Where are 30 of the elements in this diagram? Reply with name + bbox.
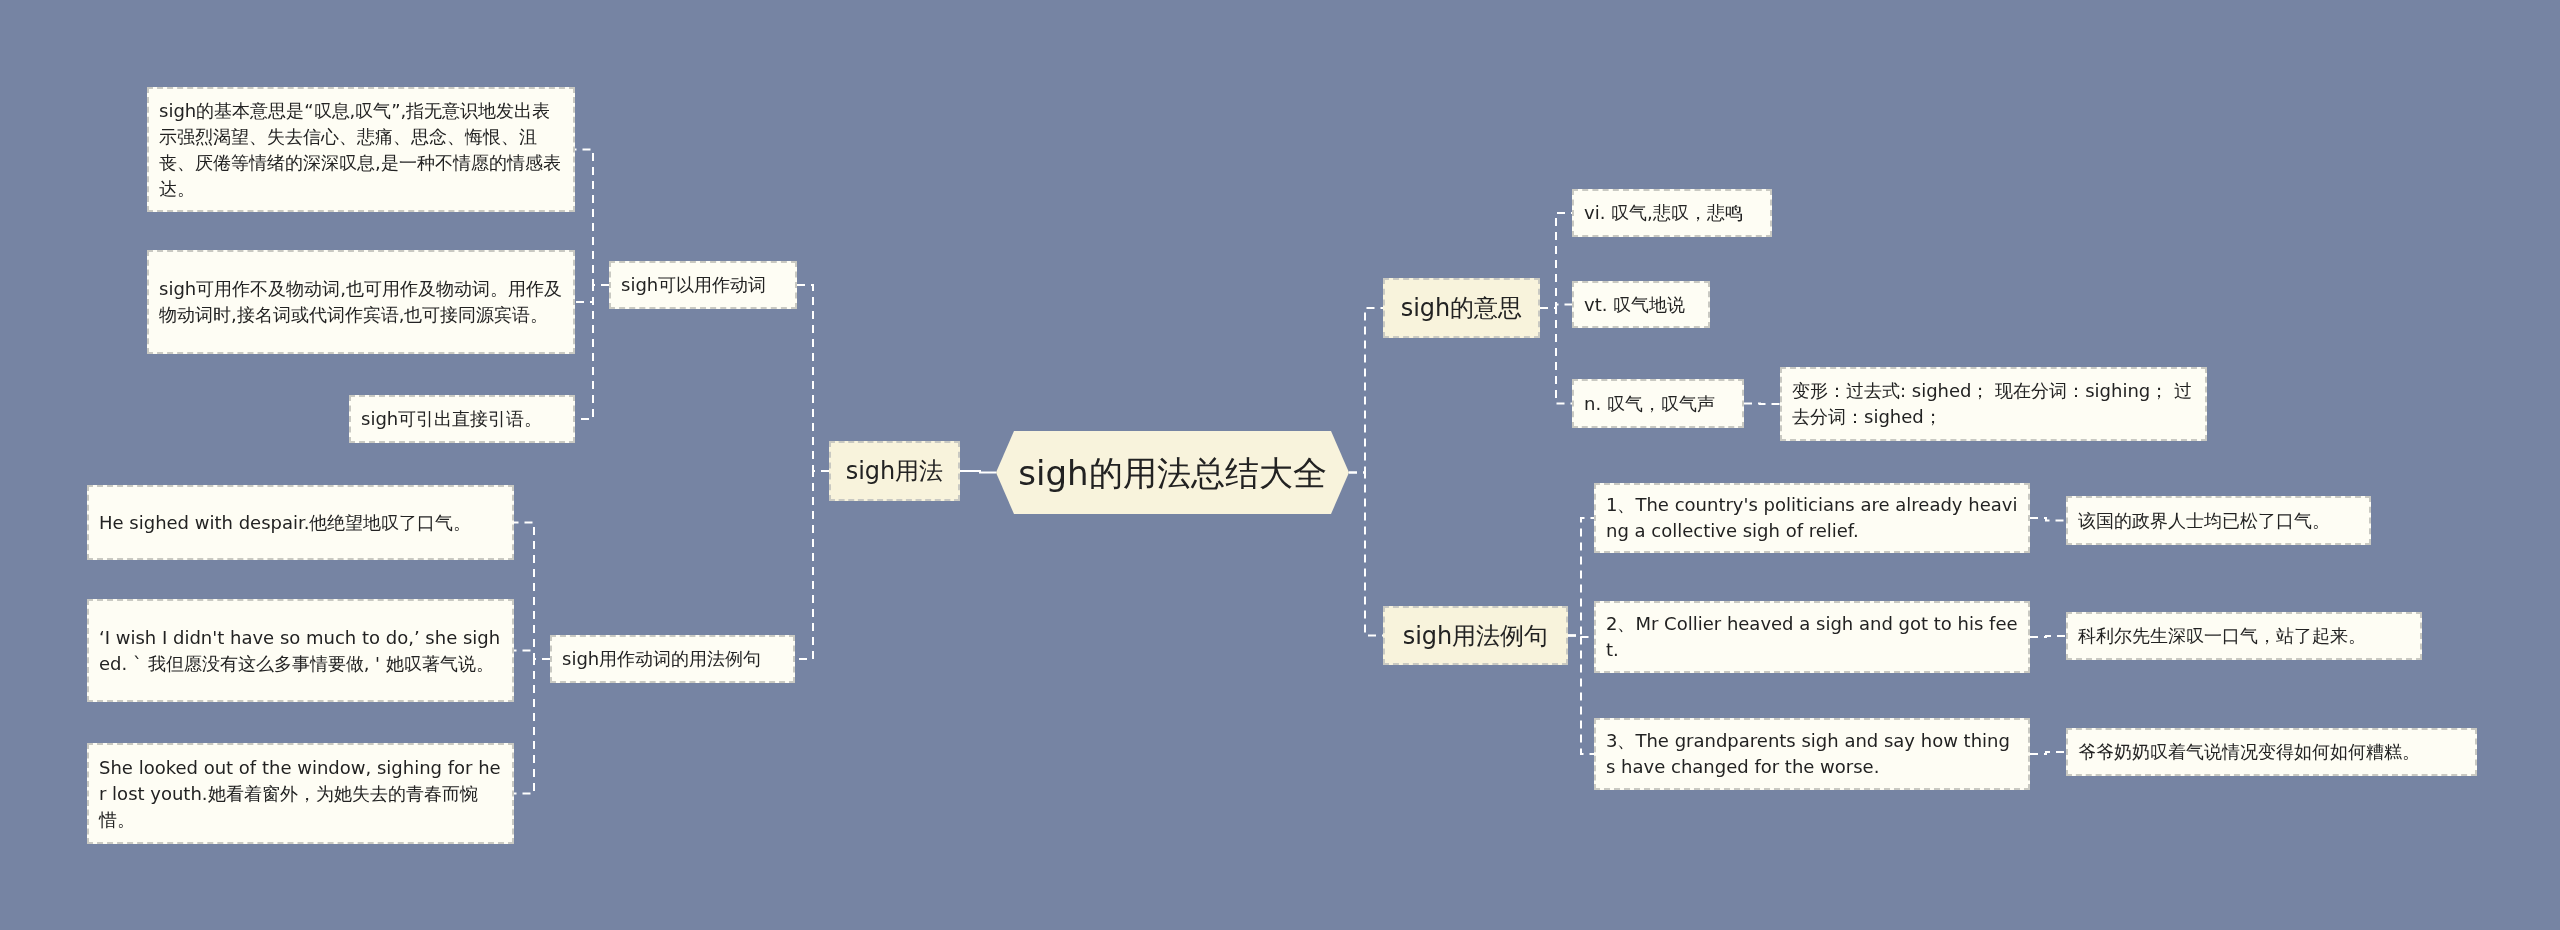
text-box: 变形：过去式: sighed； 现在分词：sighing； 过去分词：sighed； <box>1780 367 2207 441</box>
connector-line <box>2029 751 2067 755</box>
connector-line <box>959 470 997 474</box>
text-box: ‘I wish I didn't have so much to do,’ she sighed. ` 我但愿没有这么多事情要做, ' 她叹著气说。 <box>87 599 514 702</box>
connector-line <box>1539 307 1573 405</box>
text-box: sigh可用作不及物动词,也可用作及物动词。用作及物动词时,接名词或代词作宾语,也可接同源宾语。 <box>147 250 575 354</box>
connector-line <box>2029 635 2067 638</box>
title-hexagon: sigh的用法总结大全 <box>996 431 1349 514</box>
text-box: 爷爷奶奶叹着气说情况变得如何如何糟糕。 <box>2066 728 2477 776</box>
connector-line <box>1743 402 1781 405</box>
topic-box: sigh的意思 <box>1383 278 1540 338</box>
topic-box: sigh用法例句 <box>1383 606 1568 665</box>
text-box: n. 叹气，叹气声 <box>1572 379 1744 428</box>
text-box: 3、The grandparents sigh and say how things have changed for the worse. <box>1594 718 2030 790</box>
text-box: sigh可引出直接引语。 <box>349 395 575 443</box>
text-box: 该国的政界人士均已松了口气。 <box>2066 496 2371 545</box>
connector-line <box>513 658 551 795</box>
text-box: sigh用作动词的用法例句 <box>550 635 795 683</box>
text-box: He sighed with despair.他绝望地叹了口气。 <box>87 485 514 560</box>
text-box: 科利尔先生深叹一口气，站了起来。 <box>2066 612 2422 660</box>
text-box: 1、The country's politicians are already heaving a collective sigh of relief. <box>1594 483 2030 553</box>
connector-line <box>2029 517 2067 522</box>
text-box: vt. 叹气地说 <box>1572 281 1710 328</box>
text-box: vi. 叹气,悲叹，悲鸣 <box>1572 189 1772 237</box>
connector-line <box>1567 634 1595 755</box>
text-box: She looked out of the window, sighing for her lost youth.她看着窗外，为她失去的青春而惋惜。 <box>87 743 514 844</box>
text-box: 2、Mr Collier heaved a sigh and got to his feet. <box>1594 601 2030 673</box>
topic-box: sigh用法 <box>829 441 960 501</box>
text-box: sigh的基本意思是“叹息,叹气”,指无意识地发出表示强烈渴望、失去信心、悲痛、思念、悔恨、沮丧、厌倦等情绪的深深叹息,是一种不情愿的情感表达。 <box>147 87 575 212</box>
text-box: sigh可以用作动词 <box>609 261 797 309</box>
